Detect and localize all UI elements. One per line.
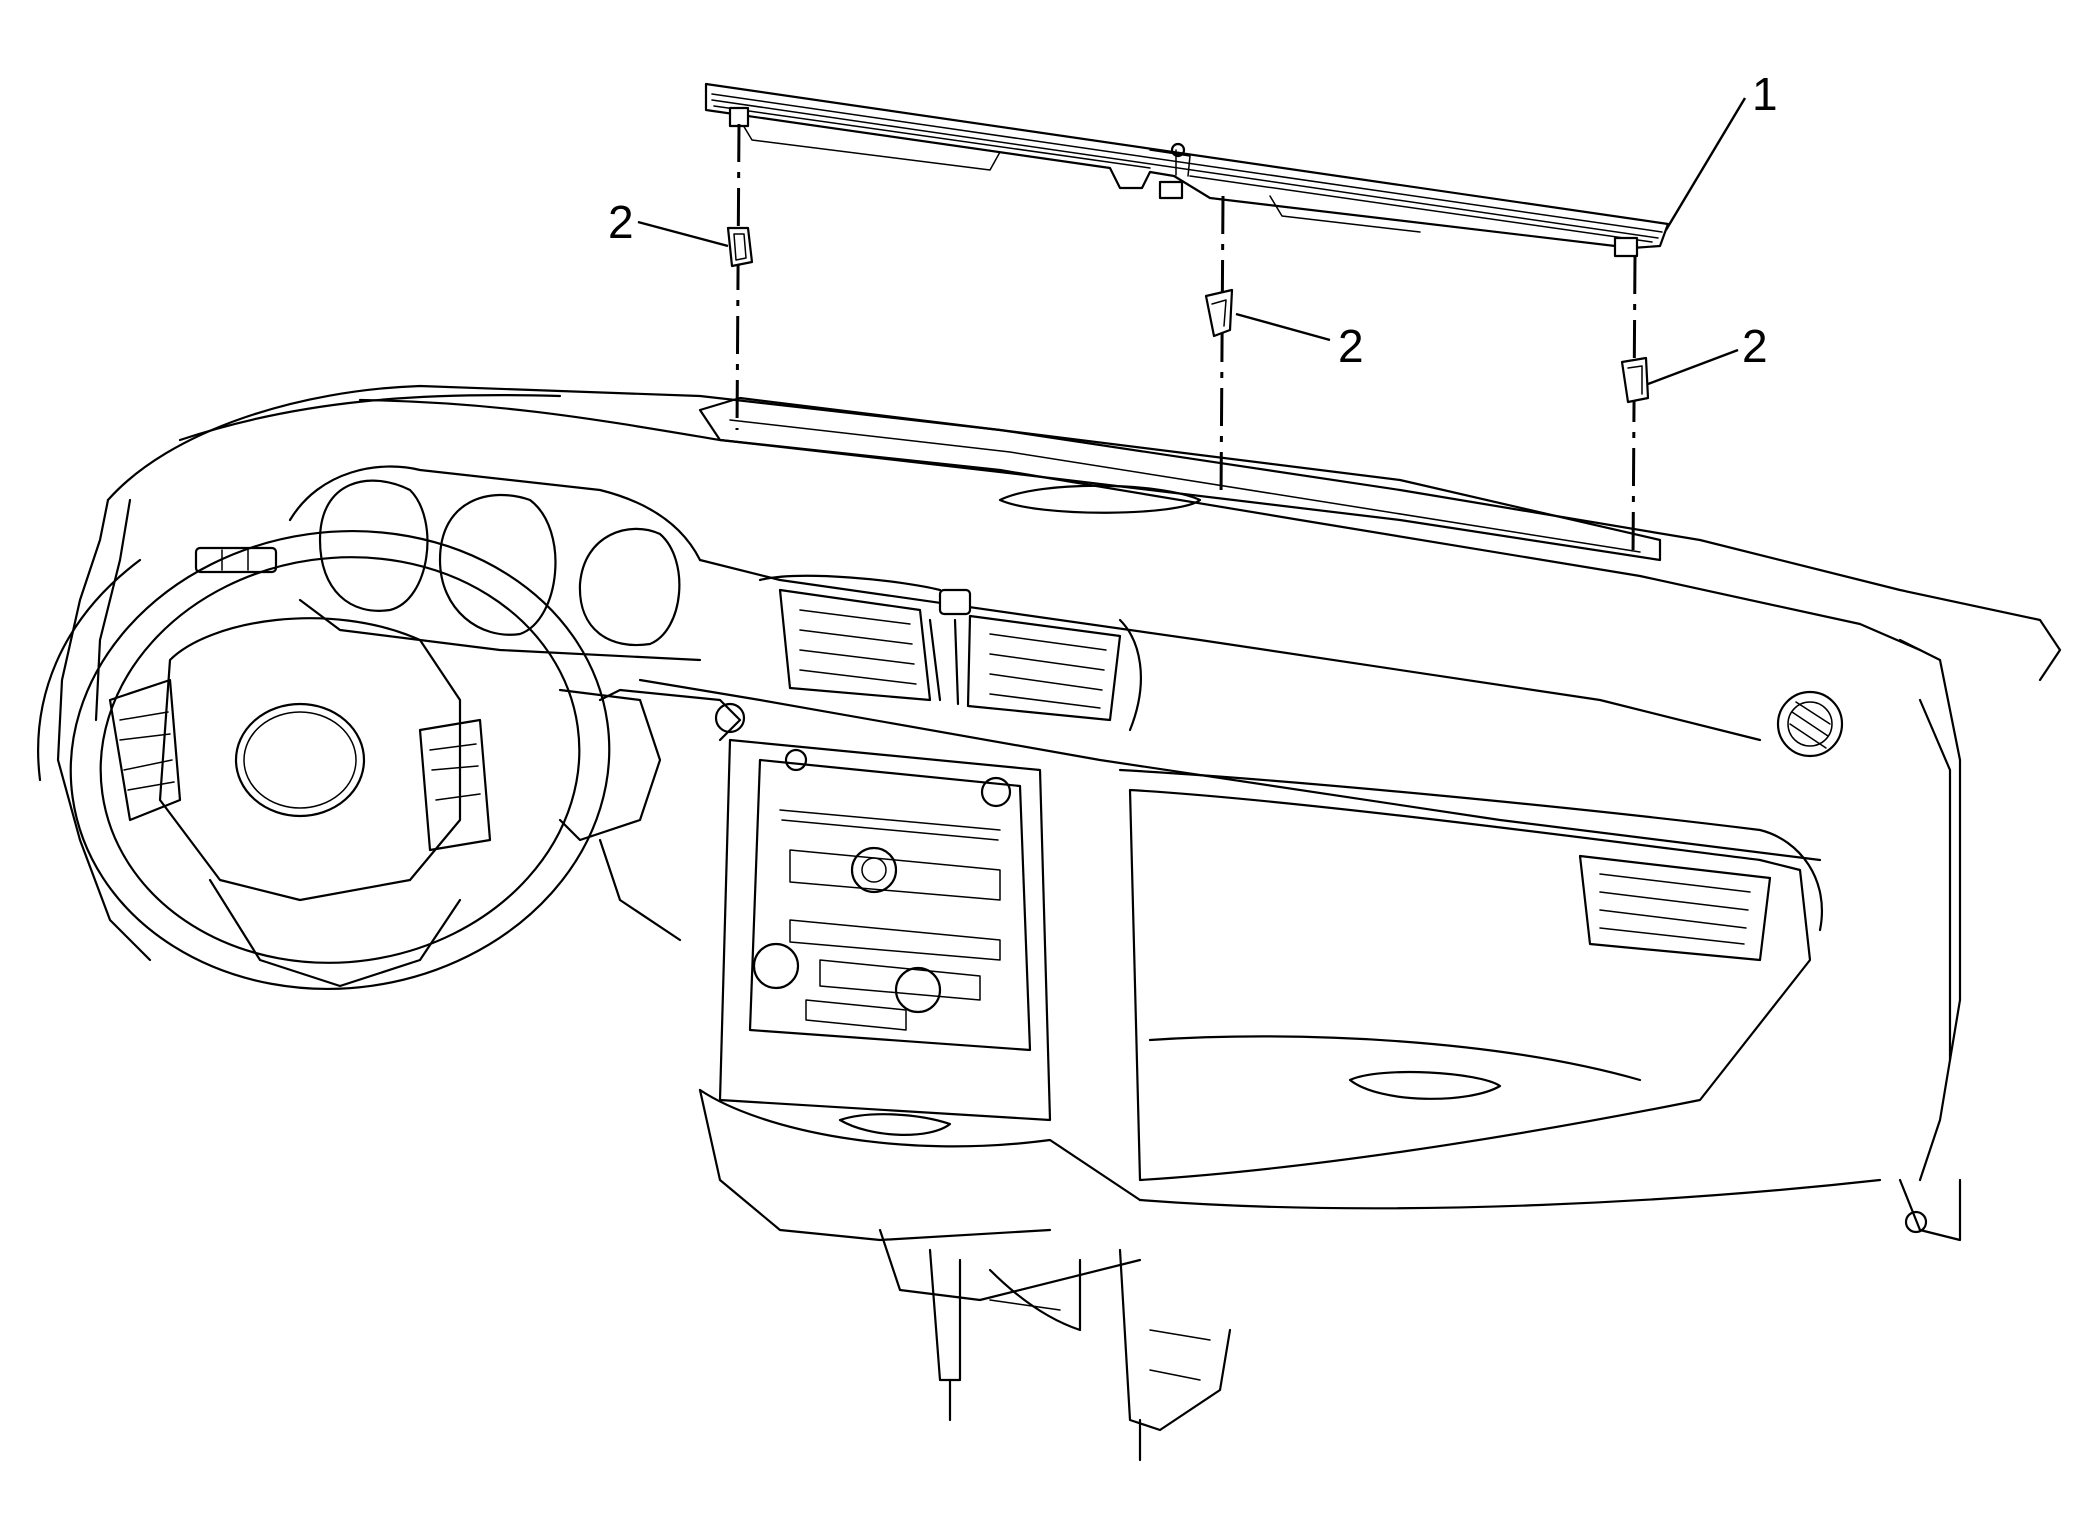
retainer-clip-left [726,226,754,268]
leader-lines [637,97,1747,386]
callout-2-center: 2 [1338,320,1364,372]
steering-column [558,688,746,942]
retainer-clip-right [1620,356,1650,404]
assembly-guide-lines [735,123,1637,559]
callout-2-right: 2 [1742,320,1768,372]
retainer-clip-center [1204,288,1234,338]
steering-wheel [37,530,611,990]
callout-1: 1 [1752,68,1778,120]
callout-2-left: 2 [608,196,634,248]
instrument-panel [56,384,2062,1462]
defroster-grille [704,82,1670,258]
